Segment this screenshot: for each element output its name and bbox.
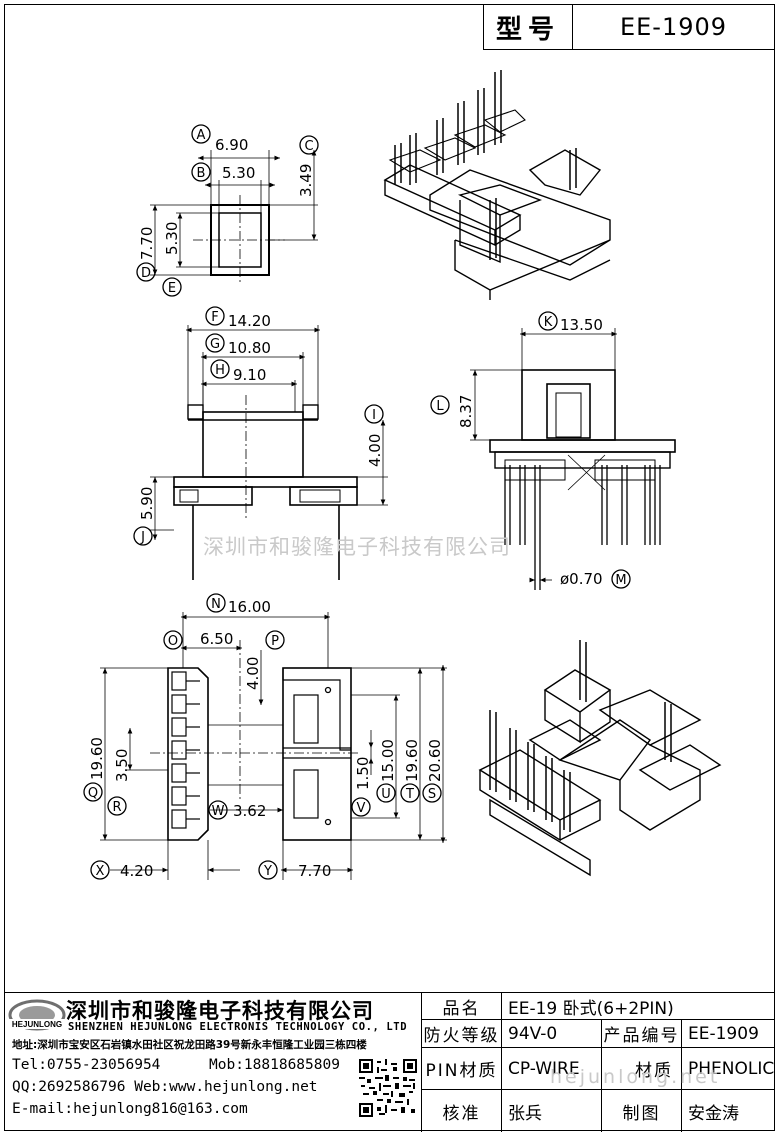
callout-m: M bbox=[615, 573, 626, 588]
dim-l: 8.37 bbox=[457, 395, 475, 428]
callout-x: X bbox=[96, 864, 105, 879]
label-material: 材质 bbox=[602, 1048, 682, 1090]
dim-b: 5.30 bbox=[222, 164, 255, 182]
front-view-callouts: F G H I J bbox=[133, 306, 384, 546]
dim-p: 4.00 bbox=[244, 657, 262, 690]
value-drawn-by: 安金涛 bbox=[688, 1103, 739, 1124]
callout-v: V bbox=[357, 801, 366, 816]
dim-h: 9.10 bbox=[233, 366, 266, 384]
callout-s: S bbox=[428, 787, 436, 802]
side-view-labels: 13.50 8.37 ø0.70 bbox=[457, 316, 603, 588]
dim-w: 3.62 bbox=[233, 802, 266, 820]
dim-f: 14.20 bbox=[228, 312, 271, 330]
callout-i: I bbox=[372, 408, 376, 423]
dim-e: 5.30 bbox=[163, 222, 181, 255]
callout-b: B bbox=[197, 166, 206, 181]
company-info: HEJUNLONG 深圳市和骏隆电子科技有限公司 SHENZHEN HEJUNL… bbox=[4, 993, 422, 1132]
drawing-frame bbox=[4, 4, 775, 1131]
dim-y: 7.70 bbox=[298, 862, 331, 880]
contact-email: E-mail:hejunlong816@163.com bbox=[12, 1101, 248, 1117]
model-value: EE-1909 bbox=[619, 13, 728, 41]
dim-q: 19.60 bbox=[88, 737, 106, 780]
company-name-en: SHENZHEN HEJUNLONG ELECTRONIS TECHNOLOGY… bbox=[68, 1021, 408, 1033]
dim-a: 6.90 bbox=[215, 136, 248, 154]
callout-w: W bbox=[212, 804, 225, 819]
callout-q: Q bbox=[88, 786, 98, 801]
callout-o: O bbox=[168, 634, 178, 649]
value-product-code: EE-1909 bbox=[682, 1020, 775, 1048]
dim-r: 3.50 bbox=[113, 749, 131, 782]
callout-a: A bbox=[197, 128, 206, 143]
callout-e: E bbox=[168, 281, 176, 296]
dim-v: 1.50 bbox=[354, 757, 372, 790]
label-product-name: 品名 bbox=[422, 993, 502, 1020]
value-pin-material: CP-WIRE bbox=[502, 1048, 602, 1090]
callout-k: K bbox=[544, 315, 553, 330]
label-drawn-by: 制图 bbox=[602, 1090, 682, 1132]
dim-x: 4.20 bbox=[120, 862, 153, 880]
dim-s: 20.60 bbox=[426, 739, 444, 782]
bottom-view bbox=[100, 612, 447, 880]
value-approved: 张兵 bbox=[502, 1090, 602, 1132]
callout-r: R bbox=[112, 800, 121, 815]
model-label: 型号 bbox=[484, 5, 573, 49]
label-fire-rating: 防火等级 bbox=[422, 1020, 502, 1048]
callout-j: J bbox=[140, 530, 145, 545]
callout-h: H bbox=[215, 363, 225, 378]
bottom-view-labels: 16.00 6.50 4.00 19.60 3.50 20.60 19.60 1… bbox=[88, 598, 444, 880]
callout-l: L bbox=[436, 399, 444, 414]
label-product-code: 产品编号 bbox=[602, 1020, 682, 1048]
dim-u: 15.00 bbox=[379, 739, 397, 782]
watermark-website: hejunlong.net bbox=[550, 1066, 721, 1088]
top-view-callouts: A B C D E bbox=[136, 124, 319, 297]
callout-y: Y bbox=[263, 864, 272, 879]
side-view-callouts: K L M bbox=[430, 311, 631, 589]
value-product-name: EE-19 卧式(6+2PIN) bbox=[502, 993, 775, 1020]
contact-qq-web: QQ:2692586796 Web:www.hejunlong.net bbox=[12, 1079, 318, 1095]
top-view bbox=[150, 150, 318, 285]
callout-c: C bbox=[304, 139, 313, 154]
dim-i: 4.00 bbox=[366, 434, 384, 467]
qr-code[interactable] bbox=[359, 1059, 417, 1117]
logo-text: HEJUNLONG bbox=[12, 1020, 62, 1029]
front-view bbox=[150, 325, 388, 580]
dim-t: 19.60 bbox=[403, 739, 421, 782]
isometric-view-top bbox=[383, 70, 611, 300]
value-material: PHENOLIC bbox=[682, 1048, 775, 1090]
front-view-labels: 14.20 10.80 9.10 4.00 5.90 bbox=[138, 312, 384, 520]
callout-n: N bbox=[211, 597, 221, 612]
title-block: HEJUNLONG 深圳市和骏隆电子科技有限公司 SHENZHEN HEJUNL… bbox=[4, 992, 775, 1132]
label-approved: 核准 bbox=[422, 1090, 502, 1132]
bottom-view-callouts: N O P Q R S T U V W X Y bbox=[83, 593, 442, 880]
callout-u: U bbox=[381, 787, 391, 802]
callout-g: G bbox=[210, 337, 220, 352]
hejunlong-logo: HEJUNLONG bbox=[8, 999, 66, 1031]
contact-mob: Mob:18818685809 bbox=[209, 1057, 340, 1073]
contact-tel: Tel:0755-23056954 bbox=[12, 1057, 161, 1073]
dim-k: 13.50 bbox=[560, 316, 603, 334]
model-header: 型号 EE-1909 bbox=[483, 4, 775, 50]
company-address: 地址:深圳市宝安区石岩镇水田社区祝龙田路39号新永丰恒隆工业园三栋四楼 bbox=[12, 1039, 367, 1051]
spec-table: 品名 EE-19 卧式(6+2PIN) 防火等级 94V-0 产品编号 EE-1… bbox=[422, 993, 775, 1132]
dim-n: 16.00 bbox=[228, 598, 271, 616]
callout-t: T bbox=[405, 787, 414, 802]
dim-j: 5.90 bbox=[138, 487, 156, 520]
dim-m: ø0.70 bbox=[560, 570, 603, 588]
dim-c: 3.49 bbox=[297, 164, 315, 197]
callout-f: F bbox=[211, 310, 218, 325]
dim-o: 6.50 bbox=[200, 630, 233, 648]
watermark-company: 深圳市和骏隆电子科技有限公司 bbox=[203, 535, 511, 559]
top-view-labels: 6.90 5.30 3.49 7.70 5.30 bbox=[138, 136, 315, 260]
technical-drawing: 6.90 5.30 3.49 7.70 5.30 A B C D E bbox=[83, 70, 722, 880]
company-name-cn: 深圳市和骏隆电子科技有限公司 bbox=[66, 999, 374, 1023]
callout-d: D bbox=[141, 266, 151, 281]
side-view bbox=[470, 328, 676, 590]
label-pin-material: PIN材质 bbox=[422, 1048, 502, 1090]
dim-d: 7.70 bbox=[138, 227, 156, 260]
isometric-view-bottom bbox=[478, 640, 722, 877]
value-fire-rating: 94V-0 bbox=[502, 1020, 602, 1048]
dim-g: 10.80 bbox=[228, 339, 271, 357]
callout-p: P bbox=[271, 634, 279, 649]
